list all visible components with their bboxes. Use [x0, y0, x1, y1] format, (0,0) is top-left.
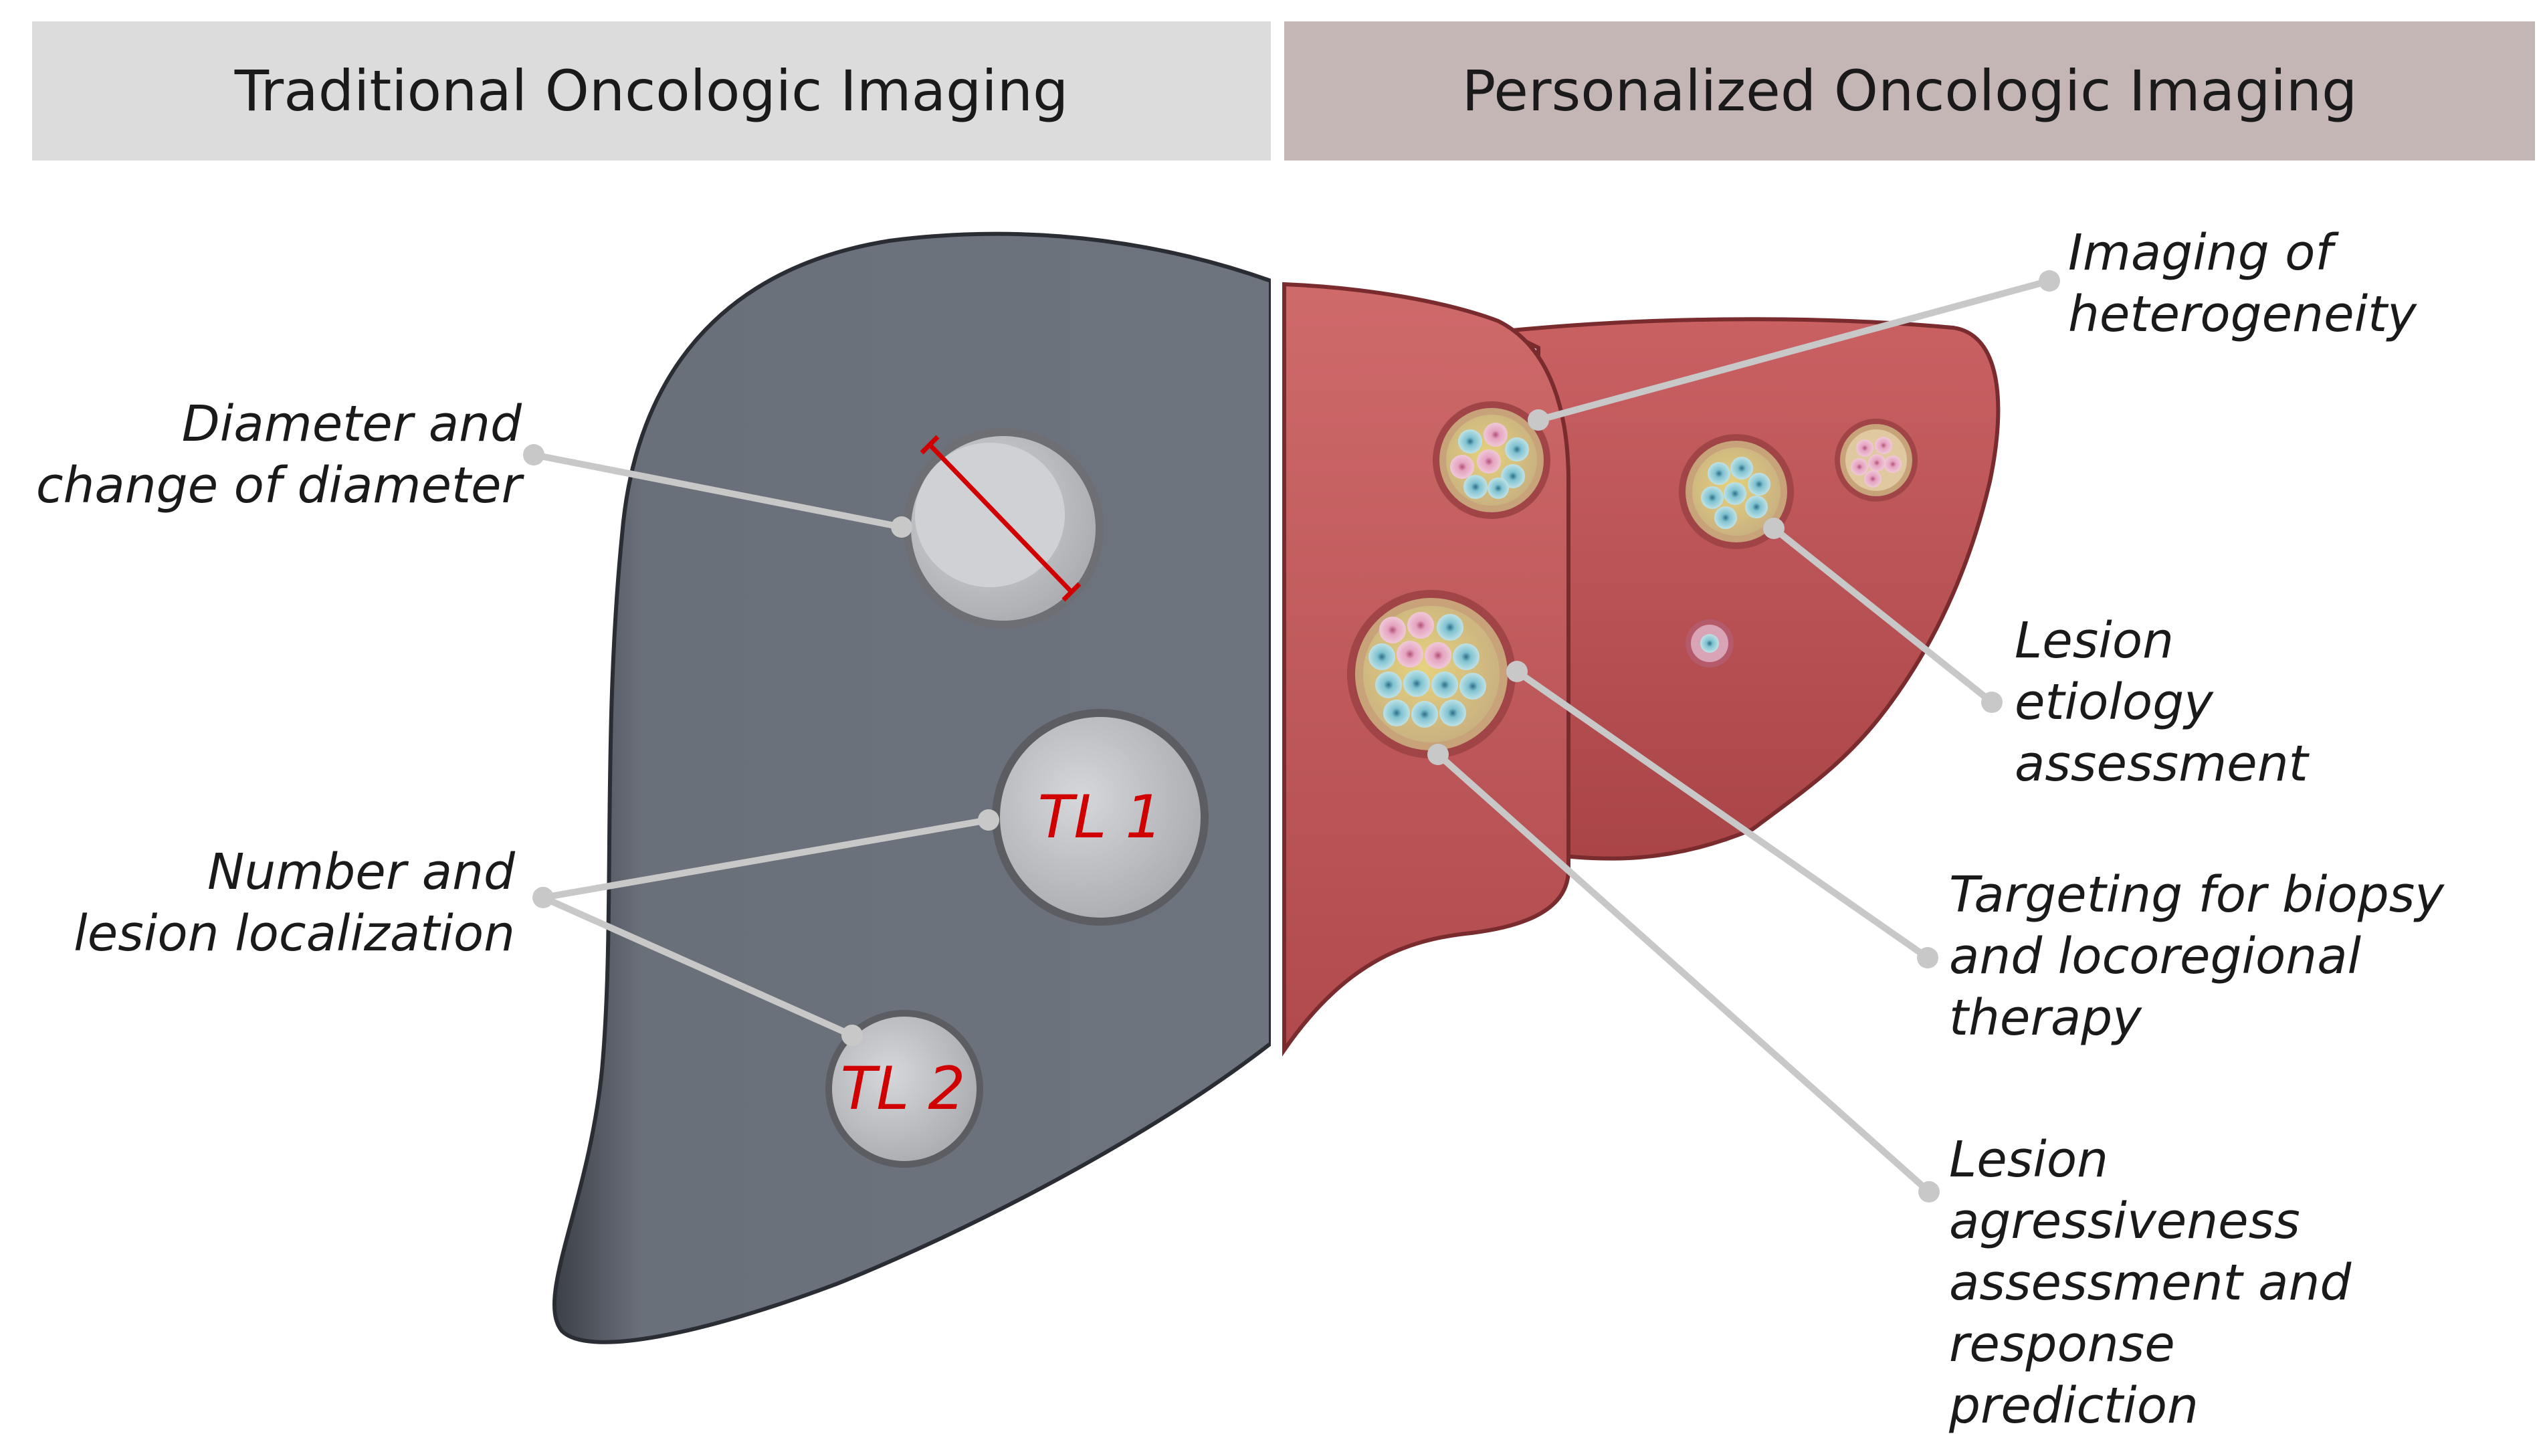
tl2-label: TL 2 — [841, 1054, 966, 1123]
header-traditional: Traditional Oncologic Imaging — [32, 21, 1271, 161]
label-aggressiveness-line2: agressiveness — [1949, 1192, 2300, 1250]
label-aggressiveness-line5: prediction — [1949, 1377, 2199, 1435]
label-aggressiveness: Lesion agressiveness assessment and resp… — [1949, 1129, 2351, 1437]
label-aggressiveness-line4: response — [1949, 1316, 2175, 1373]
header-personalized-text: Personalized Oncologic Imaging — [1461, 58, 2358, 124]
label-targeting-line2: and locoregional — [1949, 928, 2362, 985]
lesion-heterogeneity — [1433, 401, 1550, 519]
personalized-liver-right-lobe — [1498, 317, 2001, 861]
label-diameter: Diameter and change of diameter — [27, 393, 522, 516]
label-diameter-line1: Diameter and — [181, 395, 522, 453]
header-traditional-text: Traditional Oncologic Imaging — [234, 58, 1069, 124]
lesion-tl2: TL 2 — [825, 1010, 983, 1168]
diameter-line — [928, 443, 1074, 594]
leader-lines — [530, 278, 2053, 1195]
header-personalized: Personalized Oncologic Imaging — [1284, 21, 2535, 161]
label-heterogeneity-line2: heterogeneity — [2068, 286, 2417, 343]
lesion-etiology — [1679, 434, 1794, 549]
label-number-line2: lesion localization — [74, 905, 515, 962]
label-aggressiveness-line1: Lesion — [1949, 1131, 2109, 1188]
label-etiology-line3: assessment — [2015, 735, 2308, 793]
label-etiology-line1: Lesion — [2015, 612, 2174, 669]
lesion-diameter — [903, 428, 1104, 629]
lesion-tl1: TL 1 — [992, 709, 1209, 926]
lesion-small-pink — [1835, 419, 1918, 502]
lesion-aggressive — [1347, 590, 1516, 758]
label-etiology-line2: etiology — [2015, 673, 2213, 731]
label-number-line1: Number and — [207, 843, 515, 901]
label-targeting-line3: therapy — [1949, 989, 2142, 1047]
label-number: Number and lesion localization — [40, 841, 515, 964]
label-diameter-line2: change of diameter — [35, 457, 522, 514]
label-heterogeneity-line1: Imaging of — [2068, 224, 2333, 282]
label-targeting-line1: Targeting for biopsy — [1949, 866, 2445, 924]
lesion-tiny — [1686, 619, 1734, 667]
label-heterogeneity: Imaging of heterogeneity — [2068, 222, 2417, 345]
tl1-label: TL 1 — [1038, 783, 1163, 851]
leader-dots — [523, 270, 2060, 1203]
label-targeting: Targeting for biopsy and locoregional th… — [1949, 864, 2444, 1049]
label-etiology: Lesion etiology assessment — [2015, 610, 2308, 795]
label-aggressiveness-line3: assessment and — [1949, 1254, 2352, 1312]
